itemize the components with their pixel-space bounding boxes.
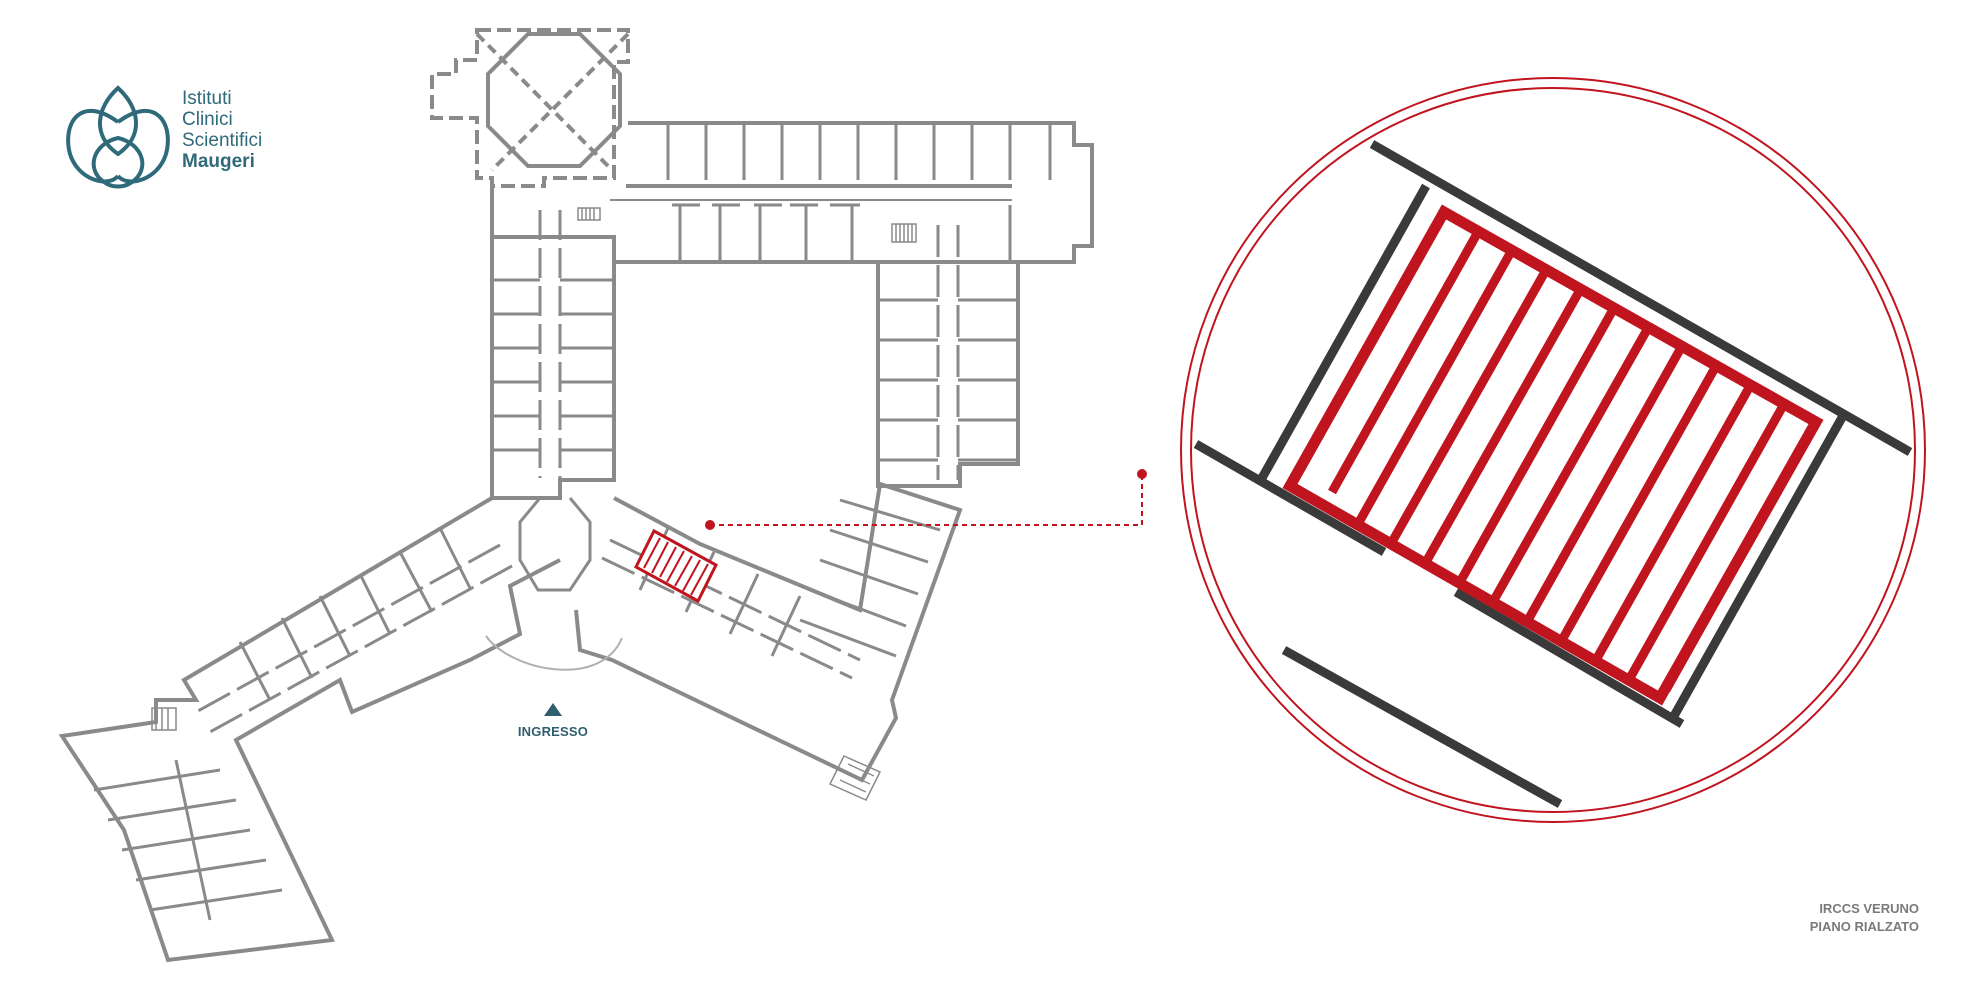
tower-octagon — [486, 32, 622, 168]
east-room-partitions — [878, 298, 1018, 462]
central-hub — [518, 497, 592, 592]
tower-cross-1 — [475, 32, 614, 172]
brand-line-4: Maugeri — [182, 151, 255, 172]
wing-north — [490, 237, 616, 500]
sw-corridor-bottom — [209, 564, 513, 734]
entrance-label: INGRESSO — [517, 724, 589, 739]
zoom-highlighted-room — [1282, 204, 1824, 706]
zoom-detail — [1180, 77, 1926, 823]
floor-name: PIANO RIALZATO — [1809, 919, 1919, 934]
sw-corridor-top — [195, 543, 501, 714]
site-caption: IRCCS VERUNO PIANO RIALZATO — [1810, 900, 1919, 936]
wing-south-west — [58, 496, 561, 963]
wing-north-east — [490, 121, 1094, 264]
north-room-partitions — [492, 278, 614, 452]
site-name: IRCCS VERUNO — [1819, 901, 1919, 916]
wing-east — [876, 262, 1020, 488]
stairs-icon — [151, 207, 917, 801]
tower-cross-2 — [490, 32, 630, 172]
brand-line-3: Scientifici — [182, 130, 263, 151]
wing-south-east — [574, 481, 963, 783]
brand-wordmark: Istituti Clinici Scientifici Maugeri — [182, 88, 262, 172]
brand-line-1: Istituti — [182, 88, 232, 109]
brand-line-2: Clinici — [182, 109, 233, 130]
ne-room-partitions — [666, 123, 1052, 262]
callout-leader — [705, 469, 1147, 530]
highlighted-room[interactable] — [634, 528, 718, 604]
triangle-up-icon — [544, 703, 562, 716]
brand-logo: Istituti Clinici Scientifici Maugeri — [62, 84, 302, 194]
tower-outline — [430, 28, 630, 188]
callout-dot-icon — [1137, 469, 1147, 479]
sw-room-partitions — [93, 527, 472, 921]
lotus-drop-logo-icon — [66, 85, 170, 189]
entrance-canopy — [485, 635, 623, 671]
se-corridor-bottom — [601, 556, 853, 680]
